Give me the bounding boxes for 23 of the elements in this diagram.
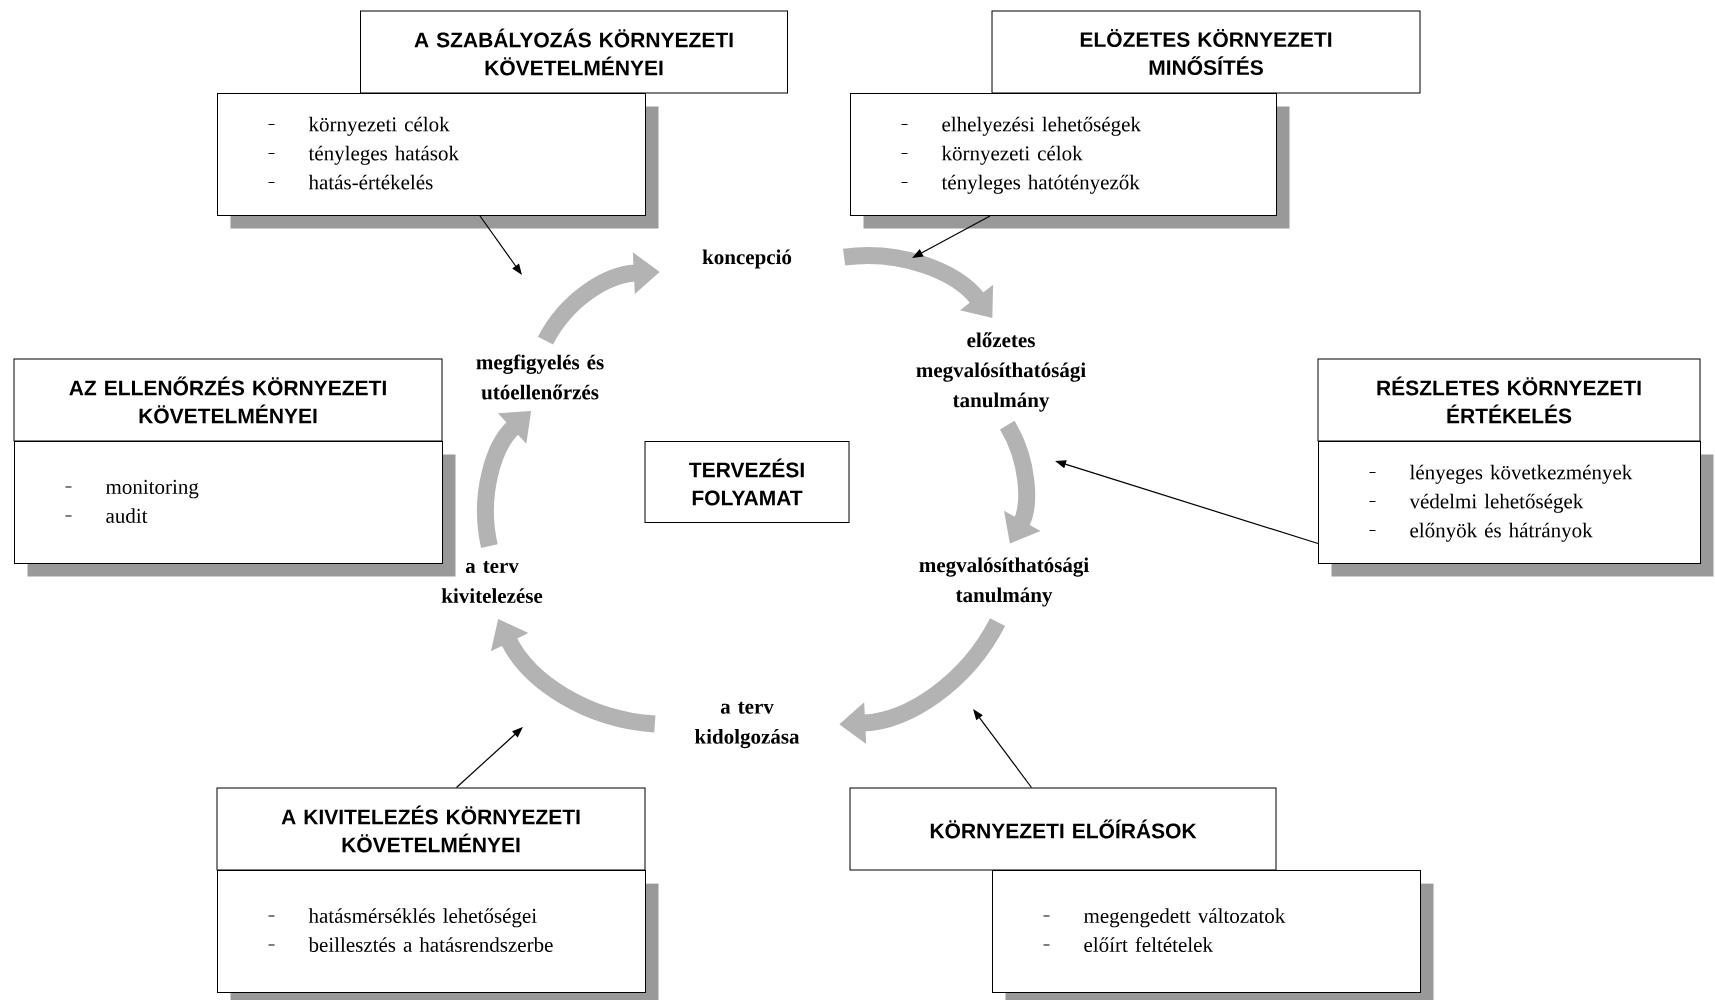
list-box: környezeti célok tényleges hatások hatás-értékelés [217,93,659,229]
heading-box: KÖRNYEZETI ELŐÍRÁSOK [849,787,1277,871]
list-box: lényeges következmények védelmi lehetőségek előnyök és hátrányok [1318,441,1714,577]
stage-label: megfigyelés és utóellenőrzés [476,354,604,400]
heading-box: ELÖZETES KÖRNYEZETI MINŐSÍTÉS [991,10,1421,94]
stage-label: a terv kidolgozása [695,701,800,749]
cycle-arrow [843,247,994,318]
heading-box: A SZABÁLYOZÁS KÖRNYEZETI KÖVETELMÉNYEI [360,10,788,94]
heading-box: A KIVITELEZÉS KÖRNYEZETI KÖVETELMÉNYEI [216,787,646,871]
list-box: monitoring audit [14,441,456,577]
list-box: elhelyezési lehetőségek környezeti célok tényleges hatótényezők [850,93,1290,229]
heading-box: RÉSZLETES KÖRNYEZETI ÉRTÉKELÉS [1317,358,1701,442]
stage-label: előzetes megvalósíthatósági tanulmány [916,332,1086,412]
title-box: TERVEZÉSI FOLYAMAT [644,441,850,523]
heading-box: AZ ELLENŐRZÉS KÖRNYEZETI KÖVETELMÉNYEI [13,358,443,442]
list-box: megengedett változatok előírt feltételek [992,870,1434,1000]
stage-label: koncepció [702,249,792,269]
stage-label: megvalósíthatósági tanulmány [919,557,1089,607]
arrow [912,215,991,258]
arrow [973,709,1033,789]
arrow [455,727,523,789]
arrow [479,215,522,275]
list-box: hatásmérséklés lehetőségei beillesztés a hatásrendszerbe [217,870,659,1000]
